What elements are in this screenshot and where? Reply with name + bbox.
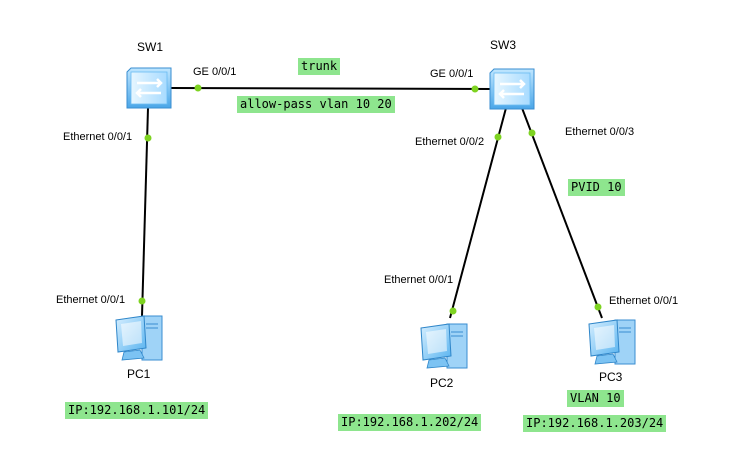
pc-icon[interactable]: [588, 319, 636, 365]
port-dot-sw1-ge: [194, 84, 202, 92]
pc-icon[interactable]: [420, 323, 468, 369]
port-label-sw1-ge: GE 0/0/1: [193, 66, 237, 78]
port-dot-sw3-eth2: [494, 133, 502, 141]
port-dot-sw3-eth3: [528, 129, 536, 137]
device-name-pc1: PC1: [127, 367, 151, 381]
device-name-pc3: PC3: [599, 370, 623, 384]
link-sw3-pc3[interactable]: [521, 107, 603, 319]
port-label-pc3-eth1: Ethernet 0/0/1: [609, 295, 679, 307]
port-label-sw3-eth2: Ethernet 0/0/2: [415, 136, 485, 148]
device-name-pc2: PC2: [430, 376, 454, 390]
note-pc2-ip: IP:192.168.1.202/24: [338, 414, 482, 431]
note-vlan: VLAN 10: [567, 390, 624, 407]
note-pc3-ip: IP:192.168.1.203/24: [523, 415, 667, 432]
port-label-sw1-eth1: Ethernet 0/0/1: [63, 131, 133, 143]
port-dot-sw3-ge: [471, 85, 479, 93]
port-dot-sw1-eth1: [144, 134, 152, 142]
link-sw3-pc2[interactable]: [449, 107, 507, 319]
device-name-sw1: SW1: [137, 40, 164, 54]
port-dot-pc3-eth1: [594, 303, 602, 311]
note-pc1-ip: IP:192.168.1.101/24: [65, 402, 209, 419]
port-label-sw3-eth3: Ethernet 0/0/3: [565, 126, 635, 138]
pc-icon[interactable]: [115, 315, 163, 361]
port-label-sw3-ge: GE 0/0/1: [430, 68, 474, 80]
note-allow-pass: allow-pass vlan 10 20: [237, 96, 395, 113]
device-name-sw3: SW3: [490, 38, 517, 52]
port-label-pc2-eth1: Ethernet 0/0/1: [384, 274, 454, 286]
port-dot-pc2-eth1: [449, 307, 457, 315]
switch-icon[interactable]: [126, 67, 172, 109]
note-pvid: PVID 10: [568, 179, 625, 196]
link-sw1-pc1[interactable]: [141, 107, 149, 317]
port-label-pc1-eth1: Ethernet 0/0/1: [56, 294, 126, 306]
link-sw1-sw3[interactable]: [170, 87, 493, 90]
port-dot-pc1-eth1: [138, 297, 146, 305]
note-trunk: trunk: [298, 58, 341, 75]
switch-icon[interactable]: [489, 68, 535, 110]
